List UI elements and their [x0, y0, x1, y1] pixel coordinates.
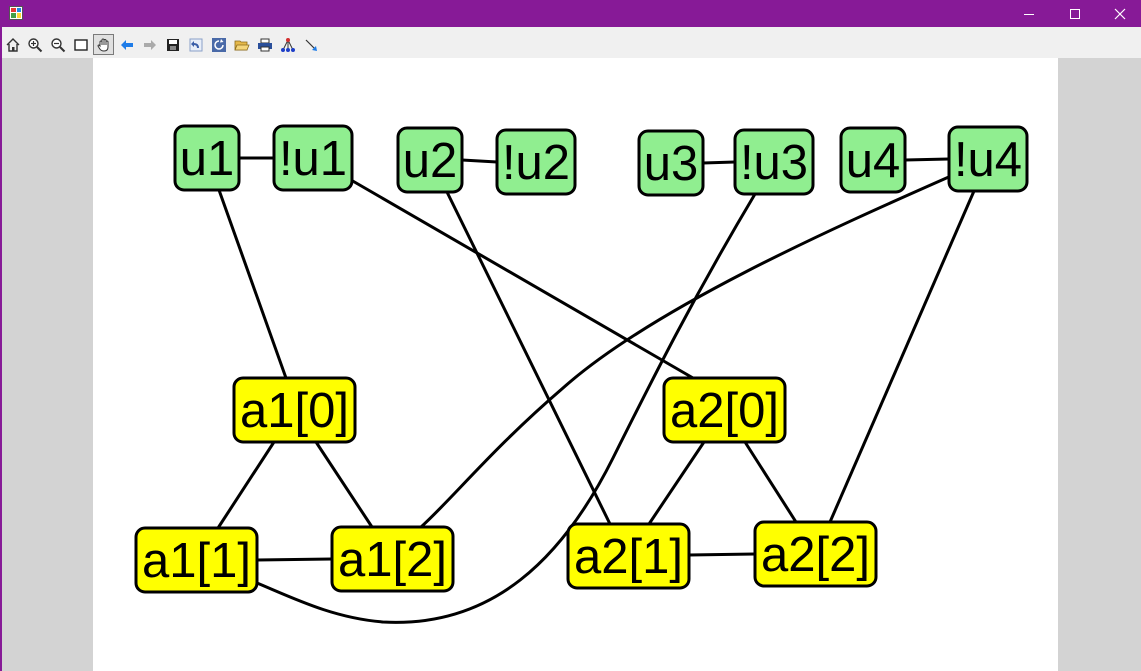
redo-button[interactable]: [208, 34, 229, 55]
forward-button[interactable]: [139, 34, 160, 55]
node-label: a2[2]: [761, 528, 870, 582]
node-label: a1[2]: [338, 533, 447, 587]
edge-insert-icon: [305, 39, 317, 51]
close-button[interactable]: [1097, 0, 1141, 27]
node-label: !u3: [740, 136, 808, 190]
node-label: u3: [644, 137, 699, 191]
node-box: [839, 126, 907, 194]
edge-a11-a12[interactable]: [256, 557, 333, 562]
save-button[interactable]: [162, 34, 183, 55]
layout-graph-icon: [280, 37, 295, 52]
edges-layer: [216, 156, 976, 624]
save-icon: [166, 38, 179, 51]
open-folder-icon: [233, 40, 250, 50]
node-u4[interactable]: u4: [839, 126, 907, 194]
node-nu1[interactable]: !u1: [272, 124, 354, 192]
nodes-layer: u1 !u1 u2 !u2 u3 !u3 u4 !u4 a1[0] a2[0] a1[1] a1[2]…: [134, 124, 1029, 594]
node-box: [566, 522, 691, 590]
node-u3[interactable]: u3: [637, 129, 705, 197]
edge-u1-a10[interactable]: [217, 189, 288, 379]
node-box: [947, 125, 1029, 193]
zoom-out-button[interactable]: [47, 34, 68, 55]
graph-view[interactable]: u1 !u1 u2 !u2 u3 !u3 u4 !u4 a1[0] a2[0] a1[1] a1[2]…: [93, 58, 1058, 671]
edge-a10-a12[interactable]: [314, 441, 374, 528]
edge-a10-a11[interactable]: [216, 441, 276, 529]
node-box: [396, 126, 464, 194]
back-arrow-icon: [120, 39, 133, 50]
edge-u4-nu4[interactable]: [904, 157, 950, 162]
close-icon: [1114, 8, 1126, 19]
node-box: [330, 525, 455, 593]
edge-nu3-a11[interactable]: [256, 193, 757, 624]
node-label: u2: [403, 134, 458, 188]
print-icon: [257, 38, 272, 51]
edge-u2-nu2[interactable]: [461, 158, 498, 164]
zoom-rect-icon: [73, 38, 88, 51]
graph-canvas[interactable]: u1 !u1 u2 !u2 u3 !u3 u4 !u4 a1[0] a2[0] a1[1] a1[2]…: [93, 58, 1058, 671]
node-box: [232, 376, 357, 444]
zoom-rect-button[interactable]: [70, 34, 91, 55]
node-box: [733, 128, 815, 196]
undo-icon: [189, 38, 202, 51]
minimize-icon: [1024, 13, 1034, 15]
node-box: [134, 526, 259, 594]
node-a12[interactable]: a1[2]: [330, 525, 455, 593]
node-nu4[interactable]: !u4: [947, 125, 1029, 193]
back-button[interactable]: [116, 34, 137, 55]
node-label: !u2: [502, 136, 570, 190]
edge-nu1-a20[interactable]: [350, 178, 694, 380]
node-box: [637, 129, 705, 197]
zoom-in-icon: [27, 37, 42, 52]
node-nu3[interactable]: !u3: [733, 128, 815, 196]
node-label: !u1: [279, 132, 347, 186]
edge-nu4-a22[interactable]: [828, 190, 976, 523]
pan-button[interactable]: [93, 34, 114, 55]
node-a22[interactable]: a2[2]: [753, 520, 878, 588]
maximize-button[interactable]: [1052, 0, 1098, 27]
pan-hand-icon: [96, 37, 108, 52]
minimize-button[interactable]: [1006, 0, 1052, 27]
node-box: [173, 124, 241, 192]
forward-arrow-icon: [143, 39, 156, 50]
edge-insert-button[interactable]: [300, 34, 321, 55]
title-bar: [0, 0, 1141, 27]
node-u2[interactable]: u2: [396, 126, 464, 194]
print-button[interactable]: [254, 34, 275, 55]
node-u1[interactable]: u1: [173, 124, 241, 192]
home-button[interactable]: [2, 34, 23, 55]
node-box: [662, 376, 787, 444]
node-label: u4: [846, 134, 901, 188]
node-label: a2[0]: [670, 384, 779, 438]
edge-u2-a21[interactable]: [445, 191, 612, 525]
maximize-icon: [1070, 8, 1080, 19]
node-label: !u4: [954, 133, 1022, 187]
zoom-out-icon: [50, 37, 65, 52]
edge-a21-a22[interactable]: [688, 552, 756, 557]
node-label: a1[1]: [142, 534, 251, 588]
node-box: [753, 520, 878, 588]
node-label: u1: [180, 132, 235, 186]
node-box: [272, 124, 354, 192]
edge-u3-nu3[interactable]: [702, 160, 736, 165]
undo-button[interactable]: [185, 34, 206, 55]
open-button[interactable]: [231, 34, 252, 55]
layout-button[interactable]: [277, 34, 298, 55]
node-a10[interactable]: a1[0]: [232, 376, 357, 444]
node-a11[interactable]: a1[1]: [134, 526, 259, 594]
edge-nu4-a12[interactable]: [419, 174, 952, 529]
zoom-in-button[interactable]: [24, 34, 45, 55]
redo-icon: [211, 37, 226, 52]
node-nu2[interactable]: !u2: [495, 128, 577, 196]
edge-a20-a22[interactable]: [743, 441, 798, 523]
node-a21[interactable]: a2[1]: [566, 522, 691, 590]
window-border: [0, 27, 2, 671]
edge-a20-a21[interactable]: [647, 441, 706, 525]
node-label: a2[1]: [574, 530, 683, 584]
home-icon: [6, 37, 19, 52]
node-label: a1[0]: [240, 384, 349, 438]
node-a20[interactable]: a2[0]: [662, 376, 787, 444]
app-icon: [9, 6, 23, 20]
node-box: [495, 128, 577, 196]
